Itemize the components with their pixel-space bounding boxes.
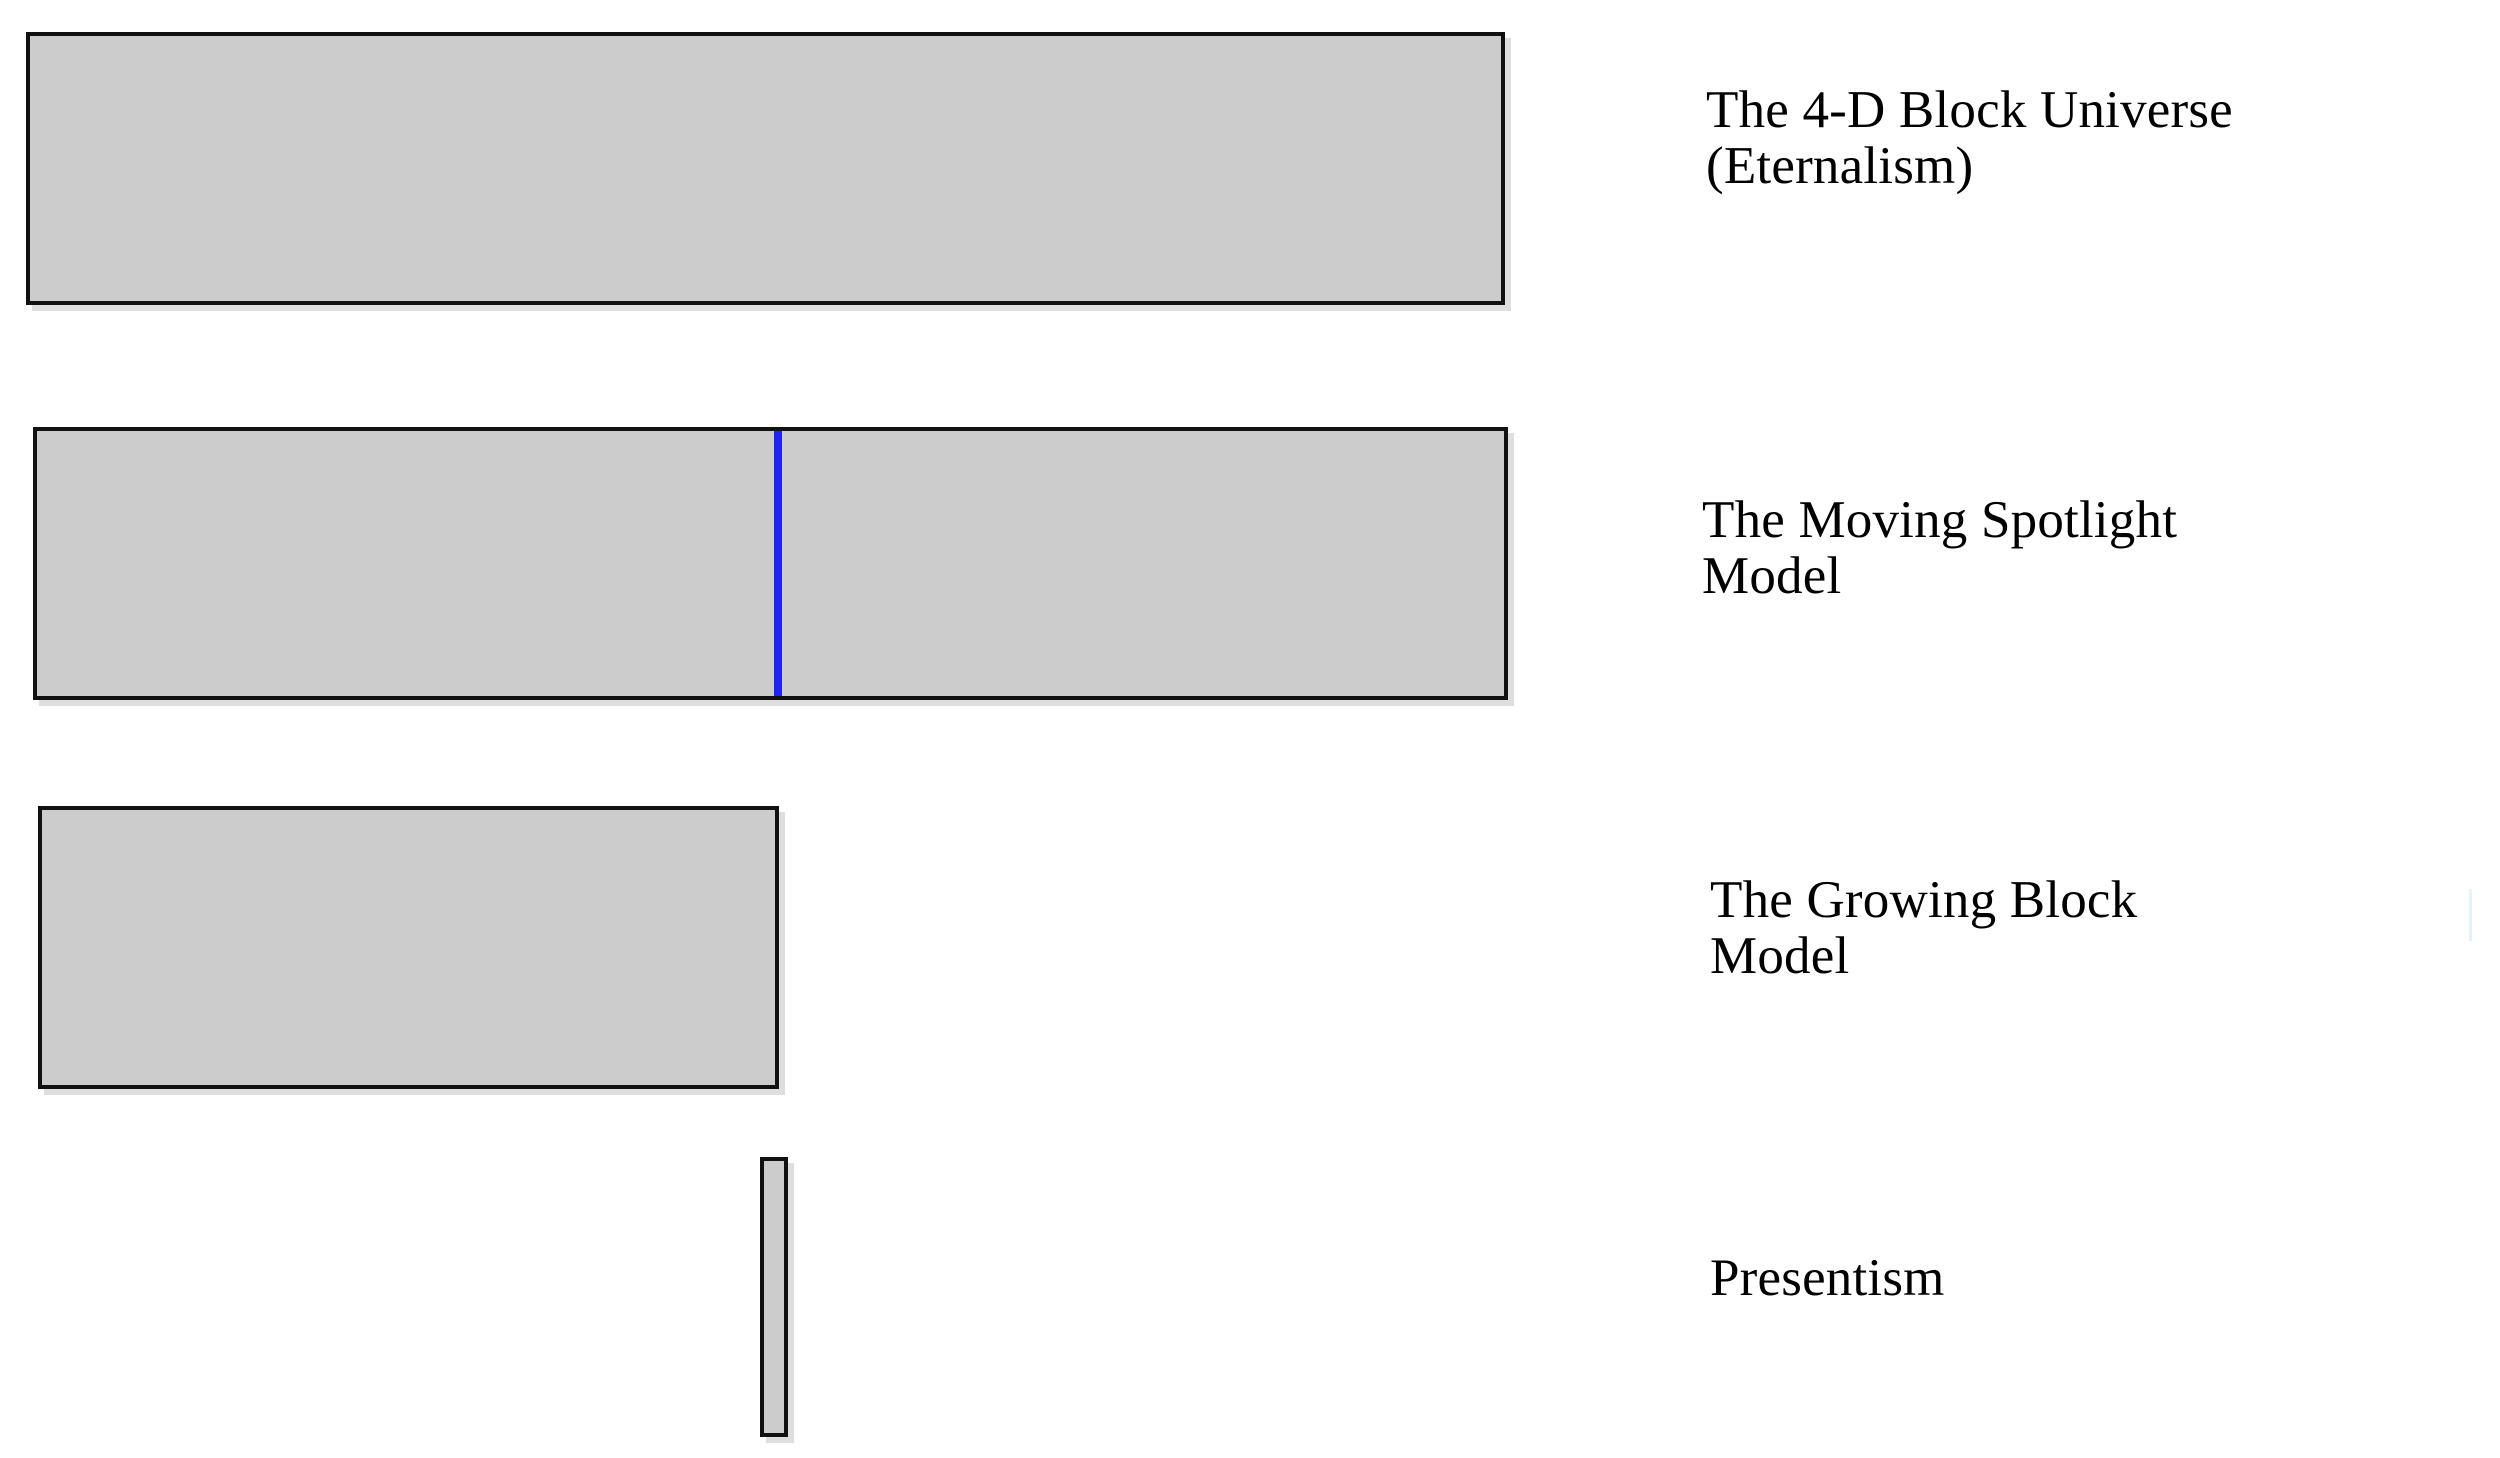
- time-block-growing-block[interactable]: [38, 806, 779, 1089]
- time-block-moving-spotlight[interactable]: [33, 427, 1508, 700]
- time-block-eternalism[interactable]: [26, 32, 1505, 305]
- label-eternalism: The 4-D Block Universe (Eternalism): [1706, 81, 2233, 196]
- label-moving-spotlight: The Moving Spotlight Model: [1702, 491, 2178, 606]
- label-presentism: Presentism: [1710, 1249, 1945, 1307]
- edge-artifact-mark: [2469, 889, 2472, 941]
- moving-spotlight-marker[interactable]: [774, 431, 782, 696]
- label-growing-block: The Growing Block Model: [1710, 871, 2138, 986]
- time-block-presentism[interactable]: [760, 1157, 788, 1437]
